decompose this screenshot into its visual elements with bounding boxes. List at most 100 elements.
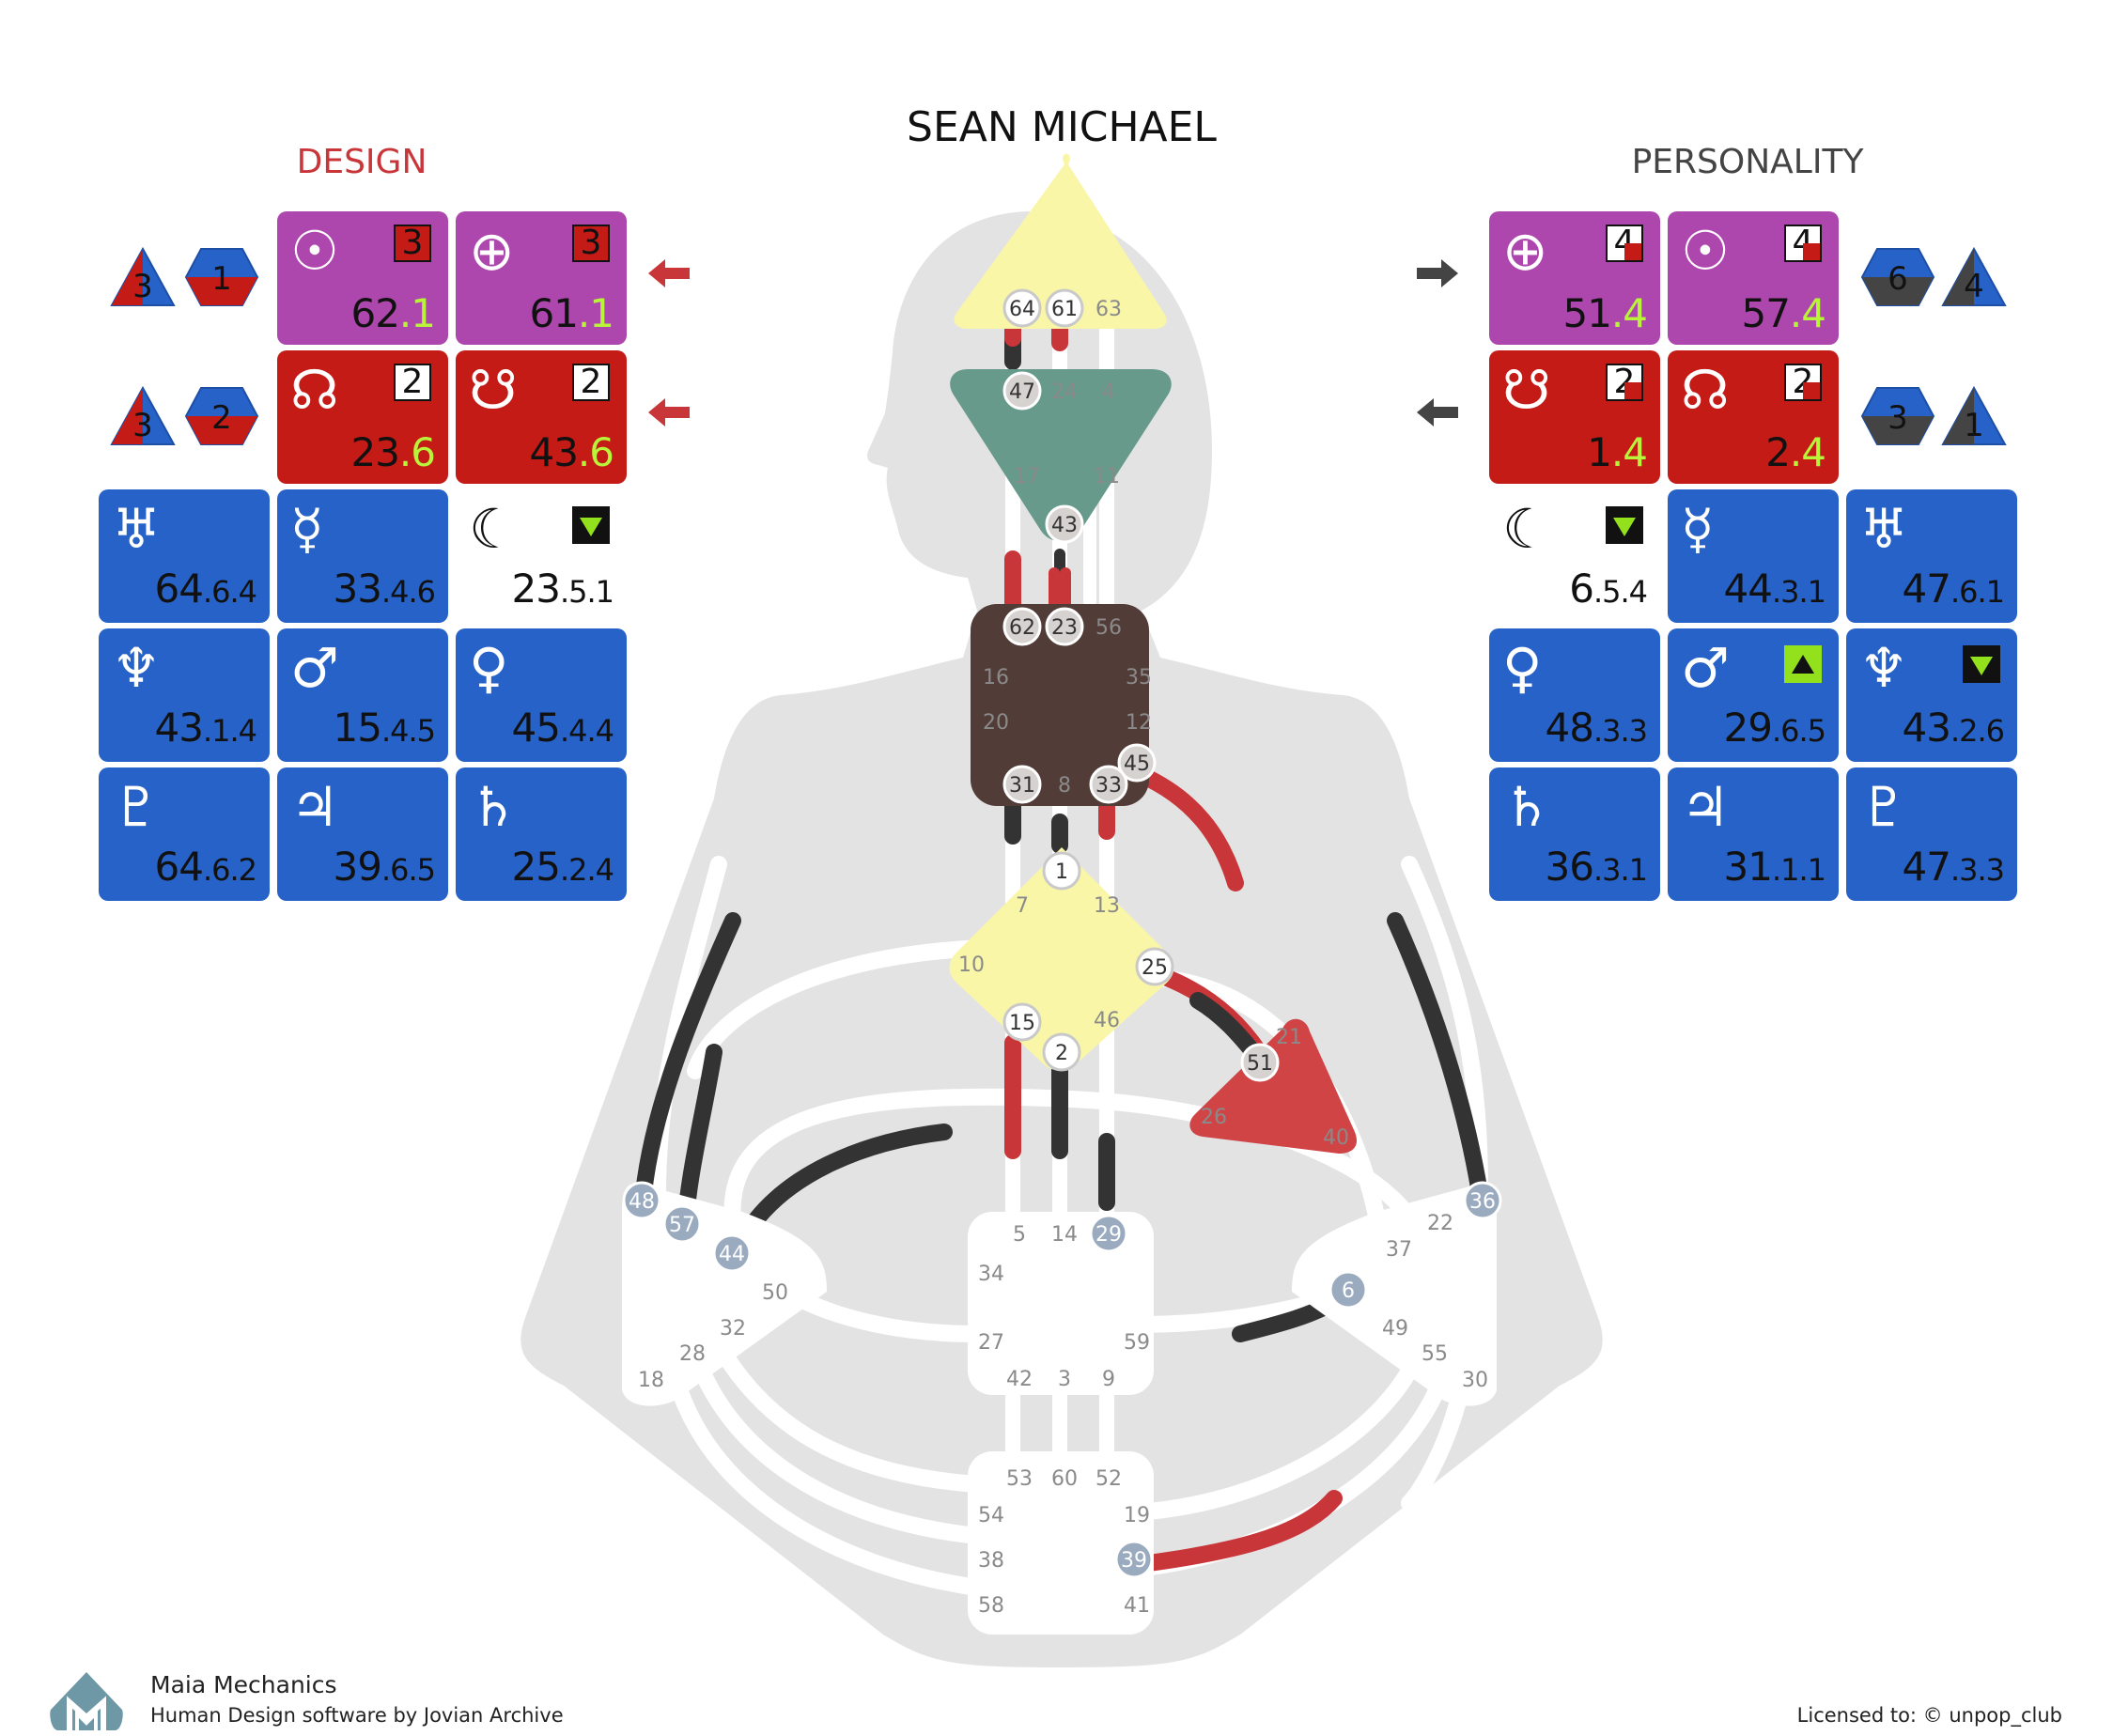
gate-circle: [1089, 1214, 1128, 1253]
root-center: [968, 1451, 1154, 1635]
design-jupiter-cell[interactable]: ♃39.6.5: [277, 767, 448, 901]
gate-34: 34: [978, 1263, 1004, 1286]
personality-jupiter-cell[interactable]: ♃31.1.1: [1668, 767, 1839, 901]
personality-pluto-cell[interactable]: ♇ 47.3.3: [1846, 767, 2017, 901]
design-moon-cell[interactable]: ☾23.5.1: [456, 489, 627, 623]
gate-42: 42: [1006, 1368, 1033, 1391]
design-mercury-cell[interactable]: ☿33.4.6: [277, 489, 448, 623]
gate-55: 55: [1422, 1342, 1448, 1366]
gate-number: 64: [1009, 298, 1035, 321]
design-venus-cell[interactable]: ♀45.4.4: [456, 628, 627, 762]
exalted-triangle-icon: [1784, 645, 1822, 683]
personality-uranus-cell[interactable]: ♅47.6.1: [1846, 489, 2017, 623]
svg-text:3: 3: [132, 407, 153, 444]
gate-circle: [712, 1233, 752, 1273]
gate-29: 29: [1089, 1214, 1128, 1253]
gate-number: 29: [1095, 1223, 1122, 1247]
gate-circle: [622, 1181, 661, 1220]
earth-icon: ⊕: [1502, 219, 1548, 283]
personality-moon-cell[interactable]: ☾6.5.4: [1489, 489, 1660, 623]
gate-number: 10: [958, 953, 985, 977]
gate-number: 47: [1009, 380, 1035, 404]
gate-57: 57: [662, 1204, 702, 1244]
gate-circle: [1042, 851, 1081, 891]
activation-value: 47.3.3: [1902, 844, 2005, 890]
personality-sun-cell[interactable]: ☉57.44: [1668, 211, 1839, 345]
design-pluto-cell[interactable]: ♇64.6.2: [99, 767, 270, 901]
sacral-center: [968, 1212, 1154, 1395]
gate-number: 12: [1126, 711, 1152, 735]
svg-text:2: 2: [211, 399, 232, 437]
gate-number: 37: [1386, 1238, 1412, 1262]
personality-right-arrow: [1417, 257, 1458, 294]
gate-circle: [1042, 1032, 1081, 1072]
design-saturn-cell[interactable]: ♄25.2.4: [456, 767, 627, 901]
gate-number: 11: [1094, 465, 1120, 488]
gate-number: 25: [1142, 956, 1168, 980]
gate-45: 45: [1117, 743, 1157, 783]
gate-16: 16: [983, 666, 1009, 690]
personality-south-node-cell[interactable]: ☋1.42: [1489, 350, 1660, 484]
gate-10: 10: [958, 953, 985, 977]
south-node-icon: ☋: [469, 358, 518, 422]
saturn-icon: ♄: [469, 775, 518, 839]
design-uranus-cell[interactable]: ♅64.6.4: [99, 489, 270, 623]
gate-circle: [1463, 1181, 1502, 1220]
design-neptune-cell[interactable]: ♆43.1.4: [99, 628, 270, 762]
personality-color-triangle-icon: 1: [1941, 385, 2007, 452]
personality-earth-cell[interactable]: ⊕51.44: [1489, 211, 1660, 345]
gate-circle: [1002, 288, 1042, 328]
gate-number: 52: [1095, 1467, 1122, 1491]
personality-saturn-cell[interactable]: ♄36.3.1: [1489, 767, 1660, 901]
gate-12: 12: [1126, 711, 1152, 735]
gate-number: 5: [1013, 1223, 1026, 1247]
activation-value: 43.2.6: [1902, 705, 2005, 751]
gate-number: 6: [1342, 1279, 1355, 1303]
gate-50: 50: [762, 1281, 788, 1305]
moon-icon: ☾: [469, 497, 518, 561]
footer-brand: Maia Mechanics: [150, 1671, 337, 1698]
gate-1: 1: [1042, 851, 1081, 891]
gate-26: 26: [1201, 1106, 1227, 1129]
personality-mercury-cell[interactable]: ☿44.3.1: [1668, 489, 1839, 623]
personality-north-node-cell[interactable]: ☊2.42: [1668, 350, 1839, 484]
activation-value: 61.1: [529, 290, 614, 336]
exaltation-badge: 3: [394, 225, 431, 262]
gate-number: 38: [978, 1549, 1004, 1573]
footer-license: Licensed to: © unpop_club: [1796, 1704, 2062, 1727]
pluto-icon: ♇: [1859, 775, 1908, 839]
gate-number: 46: [1094, 1009, 1120, 1032]
exaltation-badge: 2: [394, 364, 431, 401]
gate-35: 35: [1126, 666, 1152, 690]
gate-47: 47: [1002, 371, 1042, 411]
exaltation-badge: 2: [572, 364, 610, 401]
gate-number: 54: [978, 1504, 1004, 1527]
gate-6: 6: [1328, 1270, 1368, 1310]
detriment-triangle-icon: [572, 506, 610, 544]
gate-number: 50: [762, 1281, 788, 1305]
gate-number: 9: [1102, 1368, 1115, 1391]
gate-number: 57: [669, 1214, 695, 1237]
gate-28: 28: [679, 1342, 706, 1366]
personality-venus-cell[interactable]: ♀48.3.3: [1489, 628, 1660, 762]
mercury-icon: ☿: [290, 497, 324, 561]
personality-mars-cell[interactable]: ♂29.6.5: [1668, 628, 1839, 762]
personality-tone-hexagon-icon: 3: [1860, 385, 1935, 452]
activation-value: 45.4.4: [511, 705, 614, 751]
svg-text:1: 1: [211, 260, 232, 298]
design-mars-cell[interactable]: ♂15.4.5: [277, 628, 448, 762]
gate-number: 41: [1124, 1594, 1150, 1618]
sun-icon: ☉: [290, 219, 339, 283]
gate-number: 35: [1126, 666, 1152, 690]
gate-3: 3: [1058, 1368, 1071, 1391]
ajna-center: [950, 369, 1172, 542]
personality-neptune-cell[interactable]: ♆43.2.6: [1846, 628, 2017, 762]
pluto-icon: ♇: [112, 775, 161, 839]
mars-icon: ♂: [290, 636, 339, 700]
activation-value: 47.6.1: [1902, 566, 2005, 612]
gate-number: 14: [1051, 1223, 1078, 1247]
